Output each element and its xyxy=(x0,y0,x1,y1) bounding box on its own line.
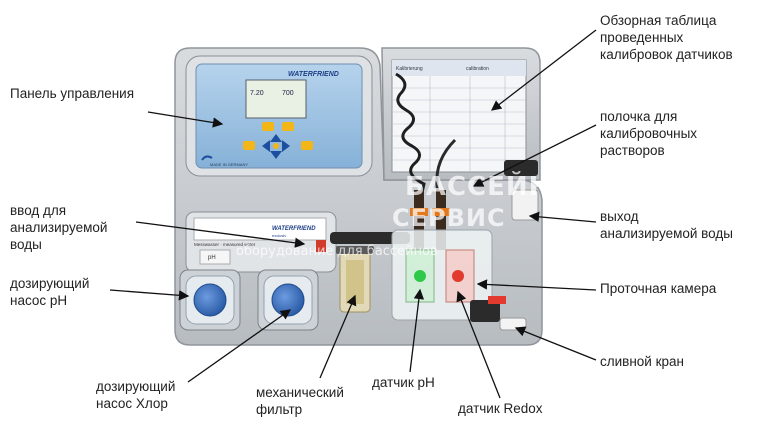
module-brand: WATERFRIEND xyxy=(272,226,316,232)
device-text: 7.20 700 WATERFRIEND MADE IN GERMANY Kal… xyxy=(194,66,489,261)
label-mech-filter: механический фильтр xyxy=(256,385,344,417)
ph-tag: pH xyxy=(208,255,216,261)
ph-led-icon xyxy=(414,270,426,282)
key-left-menu[interactable] xyxy=(243,141,255,150)
redox-led-icon xyxy=(452,270,464,282)
label-water-input: ввод для анализируемой воды xyxy=(10,203,108,252)
label-drain-valve: сливной кран xyxy=(600,354,684,369)
dosing-pump-chlorine xyxy=(257,269,319,331)
table-header-left: Kalibrierung xyxy=(396,66,423,72)
callout-arrows xyxy=(109,29,597,399)
key-ok[interactable] xyxy=(282,122,294,131)
lcd-value-redox: 700 xyxy=(282,90,294,97)
watermark-line1: БАССЕЙН xyxy=(405,172,552,202)
watermark-line2: СЕРВИС xyxy=(392,204,506,232)
label-shelf: полочка для калибровочных растворов xyxy=(600,109,698,158)
label-chlorine-pump: дозирующий насос Хлор xyxy=(96,379,176,411)
label-water-output: выход анализируемой воды xyxy=(600,209,733,241)
sensors xyxy=(410,190,450,250)
label-ph-pump: дозирующий насос pH xyxy=(10,276,90,308)
calibration-table xyxy=(391,59,527,173)
key-up[interactable] xyxy=(262,122,274,131)
screen-brand: WATERFRIEND xyxy=(288,71,339,78)
lcd-value-ph: 7.20 xyxy=(250,90,264,97)
sensor-cable xyxy=(395,72,457,216)
label-calibration-table: Обзорная таблица проведенных калибровок … xyxy=(600,13,733,62)
arrow-down-icon[interactable] xyxy=(270,151,282,159)
label-redox-sensor: датчик Redox xyxy=(458,401,543,416)
label-flow-chamber: Проточная камера xyxy=(600,281,717,296)
arrow-left-icon[interactable] xyxy=(262,140,270,152)
label-control-panel: Панель управления xyxy=(10,86,135,101)
dosing-pump-ph xyxy=(179,269,241,331)
watermark-line3: оборудование для бассейнов xyxy=(236,244,438,259)
table-header-right: calibration xyxy=(466,66,489,72)
module-label: Messwasser · measured water xyxy=(194,242,256,247)
label-ph-sensor: датчик pH xyxy=(372,375,435,390)
control-panel xyxy=(185,55,373,177)
key-right-menu[interactable] xyxy=(301,141,313,150)
module-brand-sub: exclusiv xyxy=(272,233,286,238)
arrow-right-icon[interactable] xyxy=(282,140,290,152)
arrow-up-icon[interactable] xyxy=(270,134,282,142)
made-in-text: MADE IN GERMANY xyxy=(210,162,248,167)
